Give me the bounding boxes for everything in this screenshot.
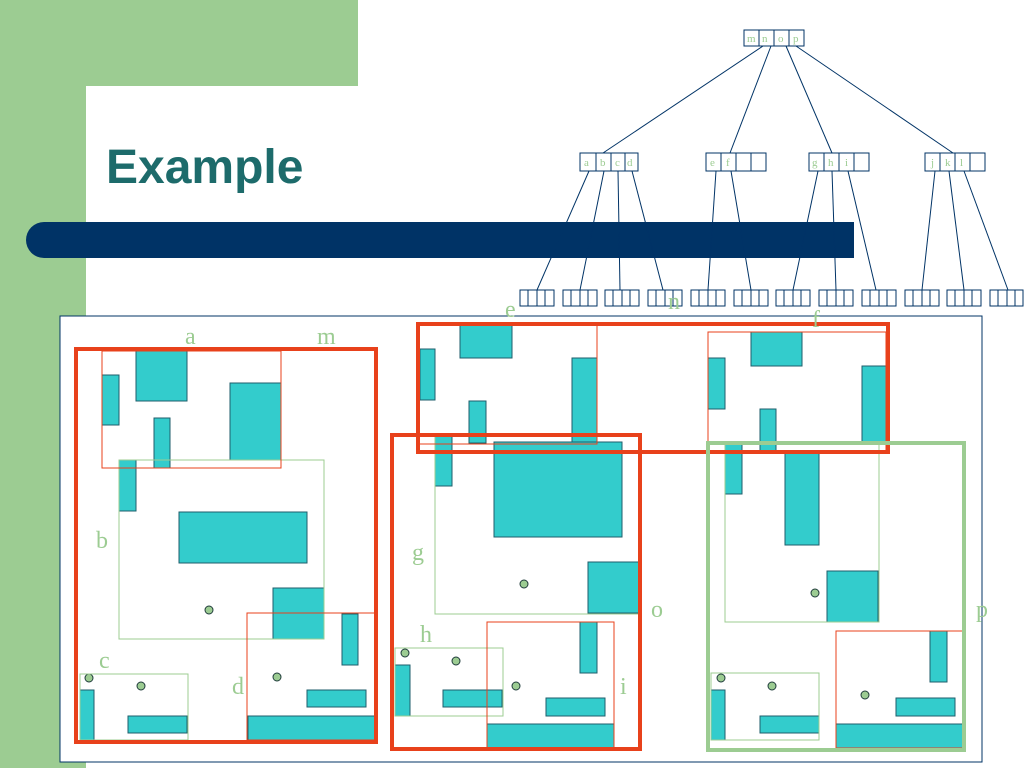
region-label-c: c [99,648,110,674]
rounded-white-corner [86,86,206,206]
tree-leaf-row [519,289,1024,307]
region-label-h: h [420,622,432,648]
node-key: a [584,157,589,169]
region-label-d: d [232,674,244,700]
region-label-f: f [812,307,820,333]
point-objects [84,579,870,700]
tree-leaf [733,289,769,307]
node-key: d [627,157,633,169]
tree-root-node: m n o p [743,29,805,47]
tree-leaf [604,289,640,307]
region-label-i: i [620,674,627,700]
node-key: k [945,157,951,169]
data-objects [79,323,964,749]
region-label-n: n [668,289,680,315]
tree-node-ef: e f [705,152,767,172]
node-mbr-n [416,322,890,454]
node-key: b [600,157,606,169]
tree-leaf [946,289,982,307]
tree-node-ghi: g h i [808,152,870,172]
tree-leaf [647,289,683,307]
node-key: o [778,33,784,45]
tree-leaf [775,289,811,307]
node-key: f [726,157,730,169]
node-key: c [615,157,620,169]
node-key: p [793,33,799,45]
title-underline-bar [26,222,854,258]
region-label-b: b [96,528,108,554]
slide-title: Example [106,141,304,194]
node-mbr-o [390,433,642,751]
region-label-a: a [185,324,196,350]
node-key: n [762,33,768,45]
tree-leaf [989,289,1024,307]
region-label-p: p [976,597,988,623]
node-mbr-p [706,441,966,752]
rtree [536,45,1009,291]
node-key: g [812,157,818,169]
tree-leaf [861,289,897,307]
region-label-o: o [651,597,663,623]
tree-node-jkl: j k l [924,152,986,172]
node-key: h [828,157,834,169]
tree-node-abcd: a b c d [579,152,639,172]
node-key: i [845,157,848,169]
region-labels: a m b c d e n f g h i o p [96,289,988,700]
node-key: m [747,33,756,45]
tree-leaf [562,289,598,307]
tree-leaf [519,289,555,307]
tree-leaf [818,289,854,307]
node-mbr-m [74,347,378,744]
region-label-e: e [505,297,516,323]
node-key: j [930,157,934,169]
region-label-g: g [412,540,424,566]
node-key: e [710,157,715,169]
node-key: l [960,157,963,169]
tree-leaf [904,289,940,307]
tree-leaf [690,289,726,307]
region-label-m: m [317,324,336,350]
